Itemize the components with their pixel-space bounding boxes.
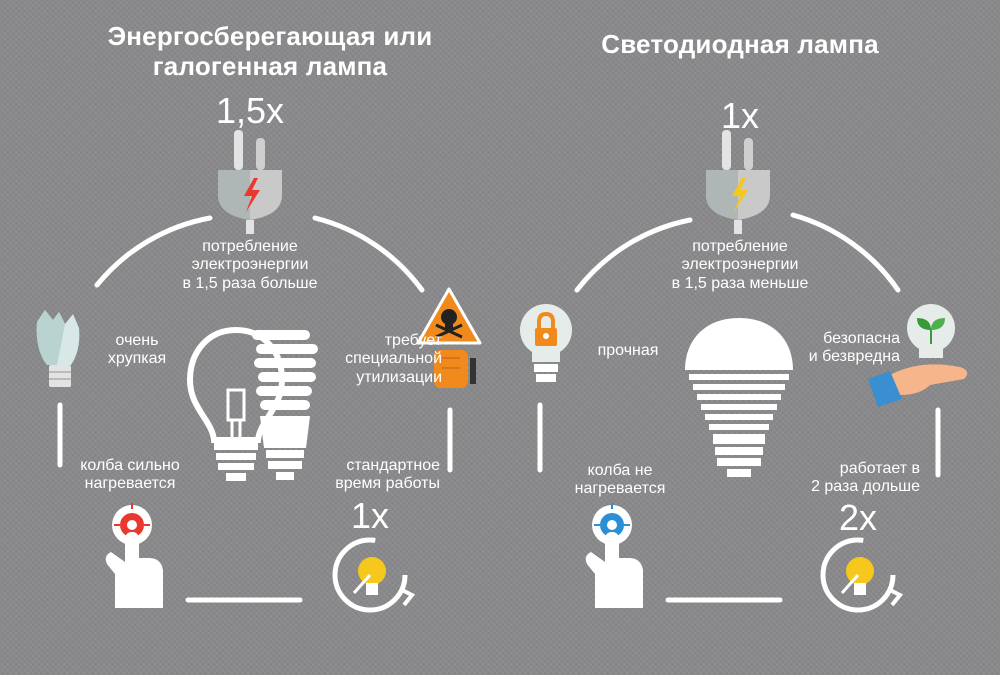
right-lifetime-label: работает в 2 раза дольше [811,460,920,496]
left-consumption-label: потребление электроэнергии в 1,5 раза бо… [182,238,318,292]
left-fragile-label: очень хрупкая [107,332,167,368]
halogen-bulb-icon [186,326,286,481]
left-lifetime-label: стандартное время работы [335,457,440,493]
hand-giving-icon [868,364,968,407]
clock-bulb-icon [332,537,416,613]
right-multiplier-bottom: 2x [838,497,878,538]
left-disposal-label: требует специальной утилизации [345,332,442,386]
left-multiplier-bottom: 1x [350,495,390,536]
right-cycle-arcs [537,212,941,603]
left-title: Энергосберегающая или галогенная лампа [107,21,433,81]
right-consumption-label: потребление электроэнергии в 1,5 раза ме… [671,238,809,292]
plug-yellow-bolt-icon [706,130,770,234]
lock-bulb-icon [520,304,572,382]
left-cycle-arcs [57,215,453,603]
hand-pointer-icon-right [585,503,643,608]
hazard-skull-icon [416,287,482,345]
clock-bulb-icon-right [820,537,904,613]
left-heats-label: колба сильно нагревается [80,457,180,493]
hand-holding-icon [434,350,476,388]
right-title: Светодиодная лампа [601,29,879,59]
led-bulb-icon [685,318,793,477]
left-multiplier-top: 1,5x [215,90,285,131]
right-no-heat-label: колба не нагревается [574,462,666,498]
right-multiplier-top: 1x [720,95,760,136]
right-durable-label: прочная [597,342,659,359]
hand-pointer-icon [105,503,163,608]
right-safe-label: безопасна и безвредна [808,330,900,366]
plant-bulb-icon [907,304,955,358]
cfl-bulb-icon [252,330,318,480]
broken-bulb-icon [36,310,80,387]
plug-red-bolt-icon [218,130,282,234]
